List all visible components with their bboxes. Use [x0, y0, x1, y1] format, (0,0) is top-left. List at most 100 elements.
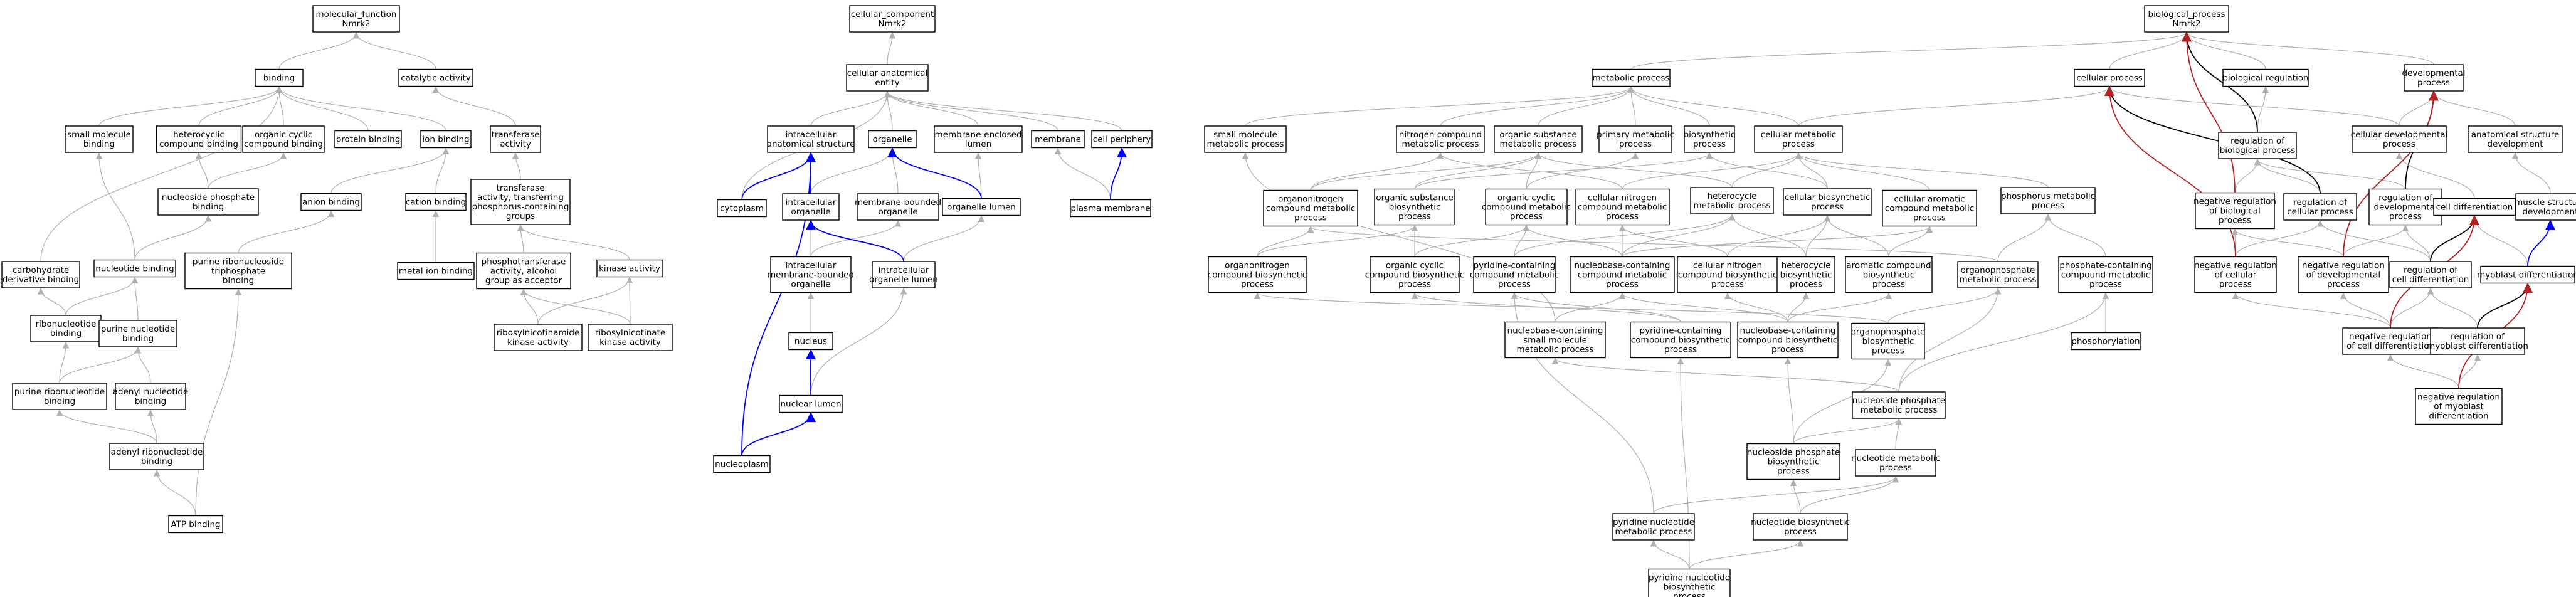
- term-box[interactable]: [300, 193, 362, 211]
- term-box[interactable]: [1370, 256, 1460, 293]
- term-node-bioreg[interactable]: biological regulation: [2222, 68, 2309, 87]
- term-node-orglumen[interactable]: organelle lumen: [942, 198, 1021, 216]
- term-node-metab[interactable]: metabolic process: [1592, 68, 1671, 87]
- term-box[interactable]: [1575, 188, 1670, 226]
- term-node-celldiff[interactable]: cell differentiation: [2433, 198, 2516, 216]
- term-box[interactable]: [2389, 261, 2472, 288]
- term-node-nuclumen[interactable]: nuclear lumen: [779, 394, 843, 413]
- term-box[interactable]: [2298, 256, 2389, 293]
- term-box[interactable]: [1070, 199, 1151, 218]
- term-node-catalytic[interactable]: catalytic activity: [398, 68, 473, 87]
- term-box[interactable]: [494, 324, 583, 351]
- term-box[interactable]: [470, 179, 571, 225]
- term-box[interactable]: [184, 252, 292, 290]
- term-box[interactable]: [1882, 189, 1977, 227]
- term-node-atp[interactable]: ATP binding: [168, 515, 223, 534]
- term-box[interactable]: [588, 324, 673, 351]
- term-box[interactable]: [782, 193, 840, 221]
- term-box[interactable]: [779, 394, 843, 413]
- term-box[interactable]: [334, 130, 402, 149]
- term-box[interactable]: [476, 252, 571, 290]
- term-box[interactable]: [788, 332, 833, 351]
- term-box[interactable]: [767, 125, 855, 153]
- term-node-anion[interactable]: anion binding: [300, 193, 362, 211]
- term-node-nucleoplasm[interactable]: nucleoplasm: [713, 455, 771, 473]
- term-box[interactable]: [156, 125, 242, 153]
- term-node-cellperiph[interactable]: cell periphery: [1091, 130, 1153, 149]
- term-node-organelle[interactable]: organelle: [868, 130, 917, 149]
- term-box[interactable]: [1592, 68, 1671, 87]
- term-box[interactable]: [2058, 256, 2153, 293]
- term-box[interactable]: [12, 383, 107, 410]
- term-box[interactable]: [770, 256, 852, 293]
- term-box[interactable]: [2222, 68, 2309, 87]
- term-node-metalion[interactable]: metal ion binding: [397, 262, 475, 280]
- term-box[interactable]: [713, 455, 771, 473]
- term-box[interactable]: [157, 188, 259, 216]
- term-node-nucbind[interactable]: nucleotide binding: [93, 259, 176, 278]
- term-box[interactable]: [1031, 130, 1085, 149]
- term-box[interactable]: [1504, 321, 1606, 359]
- term-box[interactable]: [2342, 327, 2439, 355]
- term-box[interactable]: [2000, 187, 2096, 214]
- term-box[interactable]: [2468, 125, 2563, 153]
- term-box[interactable]: [109, 443, 204, 470]
- term-box[interactable]: [1598, 125, 1672, 153]
- term-box[interactable]: [312, 5, 400, 33]
- term-box[interactable]: [2480, 265, 2575, 284]
- term-box[interactable]: [1957, 261, 2039, 288]
- term-box[interactable]: [1845, 256, 1933, 293]
- term-box[interactable]: [168, 515, 223, 534]
- term-box[interactable]: [2415, 388, 2503, 425]
- term-box[interactable]: [857, 193, 939, 221]
- term-box[interactable]: [490, 125, 541, 153]
- term-node-nucleus[interactable]: nucleus: [788, 332, 833, 351]
- term-box[interactable]: [405, 193, 467, 211]
- term-box[interactable]: [1746, 443, 1840, 480]
- term-box[interactable]: [115, 383, 186, 410]
- term-box[interactable]: [1204, 125, 1287, 153]
- term-box[interactable]: [1473, 256, 1556, 293]
- term-node-plasma[interactable]: plasma membrane: [1070, 199, 1151, 218]
- term-box[interactable]: [1690, 187, 1774, 214]
- term-box[interactable]: [1776, 256, 1835, 293]
